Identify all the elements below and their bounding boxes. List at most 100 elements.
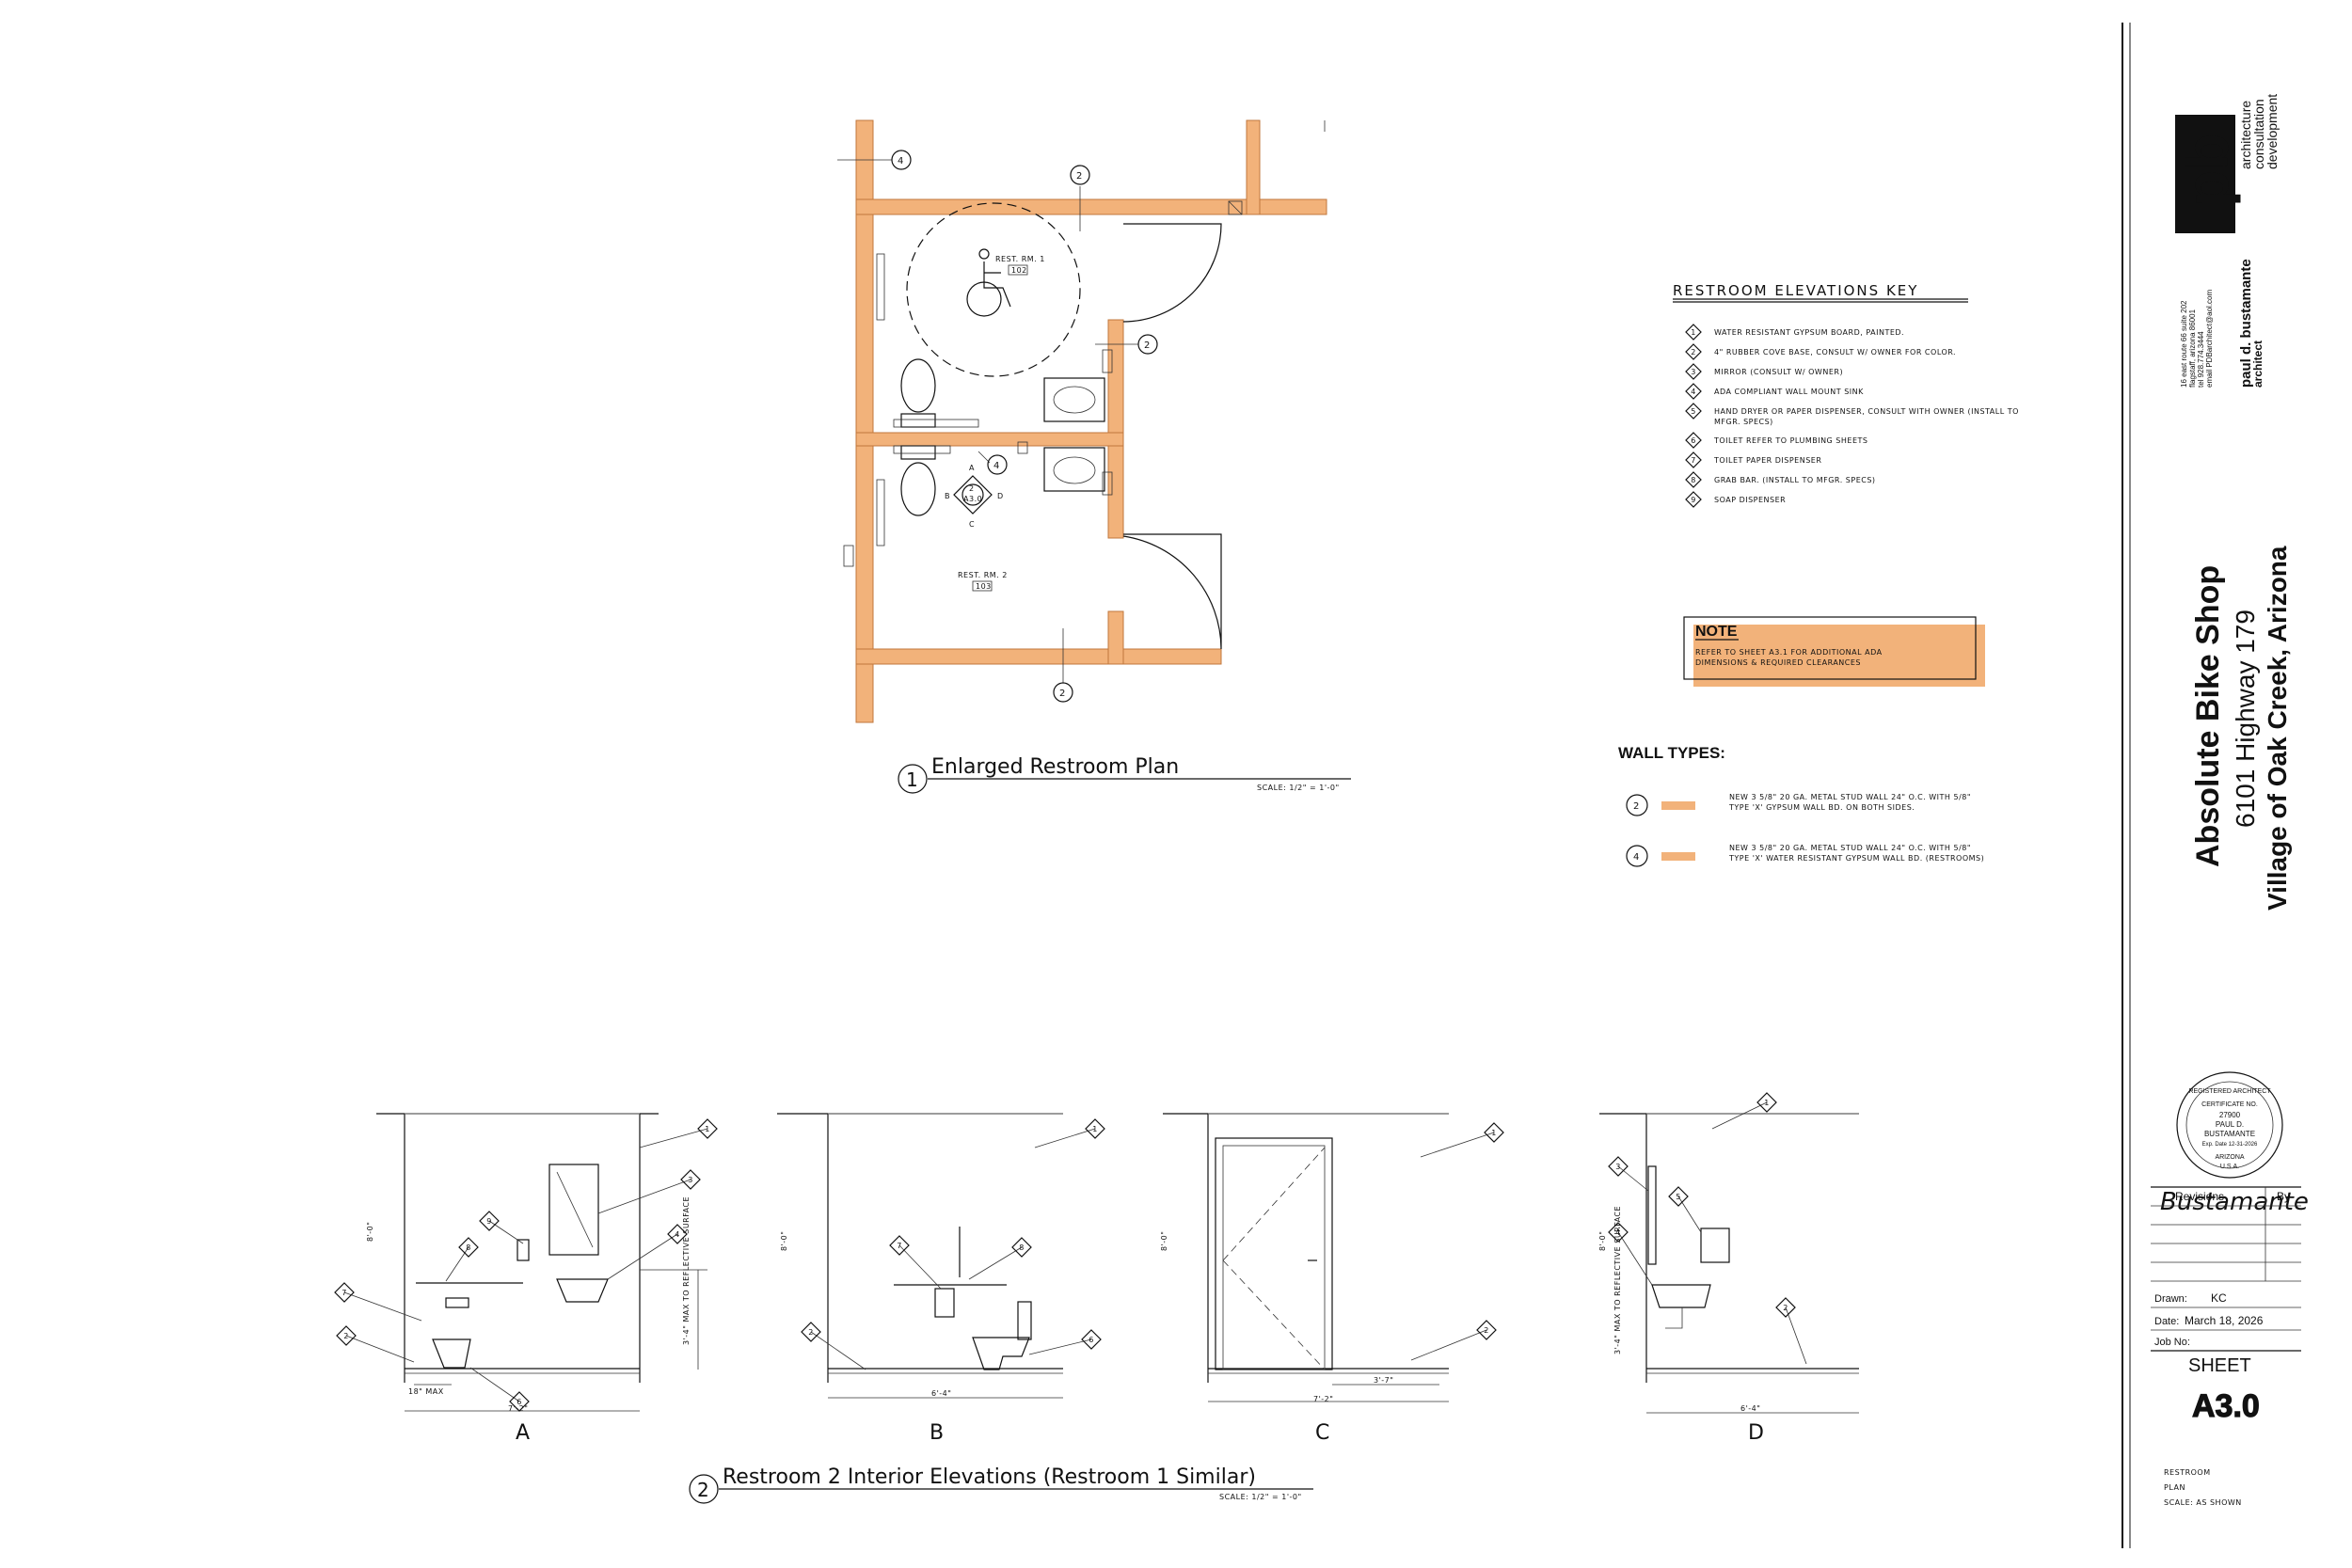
svg-text:SCALE: AS SHOWN: SCALE: AS SHOWN xyxy=(2164,1498,2242,1507)
key-title: RESTROOM ELEVATIONS KEY xyxy=(1673,282,1918,299)
svg-text:7: 7 xyxy=(1691,456,1696,465)
svg-text:7'-2": 7'-2" xyxy=(508,1404,528,1413)
callout-leader xyxy=(1617,1165,1649,1192)
svg-text:C: C xyxy=(969,520,975,529)
callout-leader xyxy=(1420,1132,1495,1158)
svg-text:A: A xyxy=(969,464,975,472)
svg-text:1: 1 xyxy=(1092,1125,1098,1133)
wall-type-text: NEW 3 5/8" 20 GA. METAL STUD WALL 24" O.… xyxy=(1729,793,1971,801)
svg-text:A3.0: A3.0 xyxy=(963,495,982,503)
elevation-callout: 1 xyxy=(1085,1118,1105,1139)
elevation-callout: 8 xyxy=(458,1237,479,1258)
elevation-callout: 3 xyxy=(1608,1156,1629,1177)
drawn-value: KC xyxy=(2211,1291,2227,1305)
elevation-callout: 2 xyxy=(801,1322,821,1342)
svg-text:8: 8 xyxy=(1019,1243,1025,1252)
svg-text:5: 5 xyxy=(1676,1193,1681,1201)
plan-scale: SCALE: 1/2" = 1'-0" xyxy=(1257,784,1340,792)
key-item-text: MIRROR (CONSULT W/ OWNER) xyxy=(1714,368,1843,376)
wall-type-text: NEW 3 5/8" 20 GA. METAL STUD WALL 24" O.… xyxy=(1729,844,1971,852)
elevation-callout: 9 xyxy=(479,1211,500,1231)
svg-text:architect: architect xyxy=(2251,341,2265,388)
toilet xyxy=(432,1338,471,1369)
svg-text:2: 2 xyxy=(1691,348,1696,356)
svg-text:1: 1 xyxy=(1764,1099,1770,1107)
svg-text:2: 2 xyxy=(808,1328,814,1337)
grab-bar-1 xyxy=(893,419,979,428)
sheet-label: SHEET xyxy=(2188,1355,2251,1376)
svg-text:Exp. Date 12-31-2026: Exp. Date 12-31-2026 xyxy=(2202,1142,2258,1148)
key-list: 1 WATER RESISTANT GYPSUM BOARD, PAINTED. 2… xyxy=(1685,324,2018,508)
svg-text:6'-4": 6'-4" xyxy=(931,1389,951,1398)
east-wall-upper xyxy=(1107,319,1124,539)
wall-type-tag xyxy=(1626,794,1648,816)
elevation-callout: 1 xyxy=(1756,1092,1777,1113)
key-item-marker: 5 xyxy=(1685,403,1702,420)
svg-text:2: 2 xyxy=(1484,1326,1489,1335)
wall-type-swatch xyxy=(1661,852,1695,861)
note-box: NOTE REFER TO SHEET A3.1 FOR ADDITIONAL … xyxy=(1683,616,1985,687)
sink-2 xyxy=(1043,447,1105,492)
elevation-callout: 7 xyxy=(889,1235,910,1256)
svg-text:3: 3 xyxy=(1691,368,1696,376)
svg-text:3: 3 xyxy=(688,1176,693,1184)
svg-text:development: development xyxy=(2265,94,2280,169)
revisions-label: Revisions xyxy=(2175,1190,2224,1203)
elevation-callout: 2 xyxy=(1775,1297,1796,1318)
svg-text:7: 7 xyxy=(897,1242,902,1250)
dispenser xyxy=(516,1239,530,1261)
callout-leader xyxy=(345,1335,415,1363)
wall-type-tag xyxy=(1626,845,1648,867)
svg-text:tel 928.774.3444: tel 928.774.3444 xyxy=(2197,331,2205,388)
south-wall xyxy=(855,648,1222,665)
elevations-title: Restroom 2 Interior Elevations (Restroom… xyxy=(723,1465,1256,1489)
wall-type-text: TYPE 'X' WATER RESISTANT GYPSUM WALL BD.… xyxy=(1728,854,1984,863)
svg-text:6: 6 xyxy=(1089,1336,1094,1344)
wall-tag xyxy=(891,150,912,170)
elevation-c: 3'-7" 7'-2" C 8'-0" xyxy=(1160,1113,1449,1445)
project-name: Absolute Bike Shop xyxy=(2190,565,2226,867)
key-item-text: WATER RESISTANT GYPSUM BOARD, PAINTED. xyxy=(1714,328,1904,337)
key-item-text: ADA COMPLIANT WALL MOUNT SINK xyxy=(1714,388,1864,396)
key-item-text: TOILET REFER TO PLUMBING SHEETS xyxy=(1713,436,1867,445)
svg-text:U.S.A.: U.S.A. xyxy=(2220,1164,2239,1170)
callout-leader xyxy=(488,1220,524,1244)
key-item: 3 MIRROR (CONSULT W/ OWNER) xyxy=(1685,363,1843,380)
svg-text:consultation: consultation xyxy=(2251,99,2266,169)
elevations-title-number-circle xyxy=(689,1474,719,1504)
callout-leader xyxy=(810,1331,866,1370)
elevation-letter-b: B xyxy=(930,1421,944,1445)
wall-tag xyxy=(987,454,1008,475)
svg-text:7: 7 xyxy=(342,1289,347,1297)
plan-title: Enlarged Restroom Plan xyxy=(931,755,1179,779)
plan-title-number: 1 xyxy=(906,768,918,791)
project-city: Village of Oak Creek, Arizona xyxy=(2263,546,2292,911)
elevation-letter-d: D xyxy=(1748,1421,1764,1445)
elevation-a: 18" MAX 7'-2" A 8'-0" 3'-4" MAX TO REFLE… xyxy=(366,1113,707,1445)
west-wall xyxy=(855,119,874,723)
wall-type-text: TYPE 'X' GYPSUM WALL BD. ON BOTH SIDES. xyxy=(1728,803,1915,812)
svg-text:2: 2 xyxy=(343,1332,349,1340)
sink xyxy=(556,1278,609,1303)
elevation-callout: 6 xyxy=(1081,1329,1102,1350)
svg-text:16 east route 66 suite 202: 16 east route 66 suite 202 xyxy=(2180,300,2188,388)
svg-text:4: 4 xyxy=(1615,1228,1621,1237)
wall-types-title: WALL TYPES: xyxy=(1618,744,1725,762)
callout-leader xyxy=(597,1179,691,1214)
svg-text:ARIZONA: ARIZONA xyxy=(2215,1154,2244,1161)
door-swing-1 xyxy=(1122,223,1222,323)
elevation-callout: 2 xyxy=(1476,1320,1497,1340)
svg-text:paul d. bustamante: paul d. bustamante xyxy=(2238,259,2254,388)
architect-signature: Bustamante xyxy=(2160,1188,2309,1216)
svg-text:1: 1 xyxy=(1691,328,1696,337)
door xyxy=(1215,1137,1333,1370)
svg-text:9: 9 xyxy=(1691,496,1696,504)
svg-text:PLAN: PLAN xyxy=(2164,1483,2185,1492)
east-wall-lower xyxy=(1107,610,1124,665)
title-block: pb architecture consultation development… xyxy=(2122,23,2309,1548)
